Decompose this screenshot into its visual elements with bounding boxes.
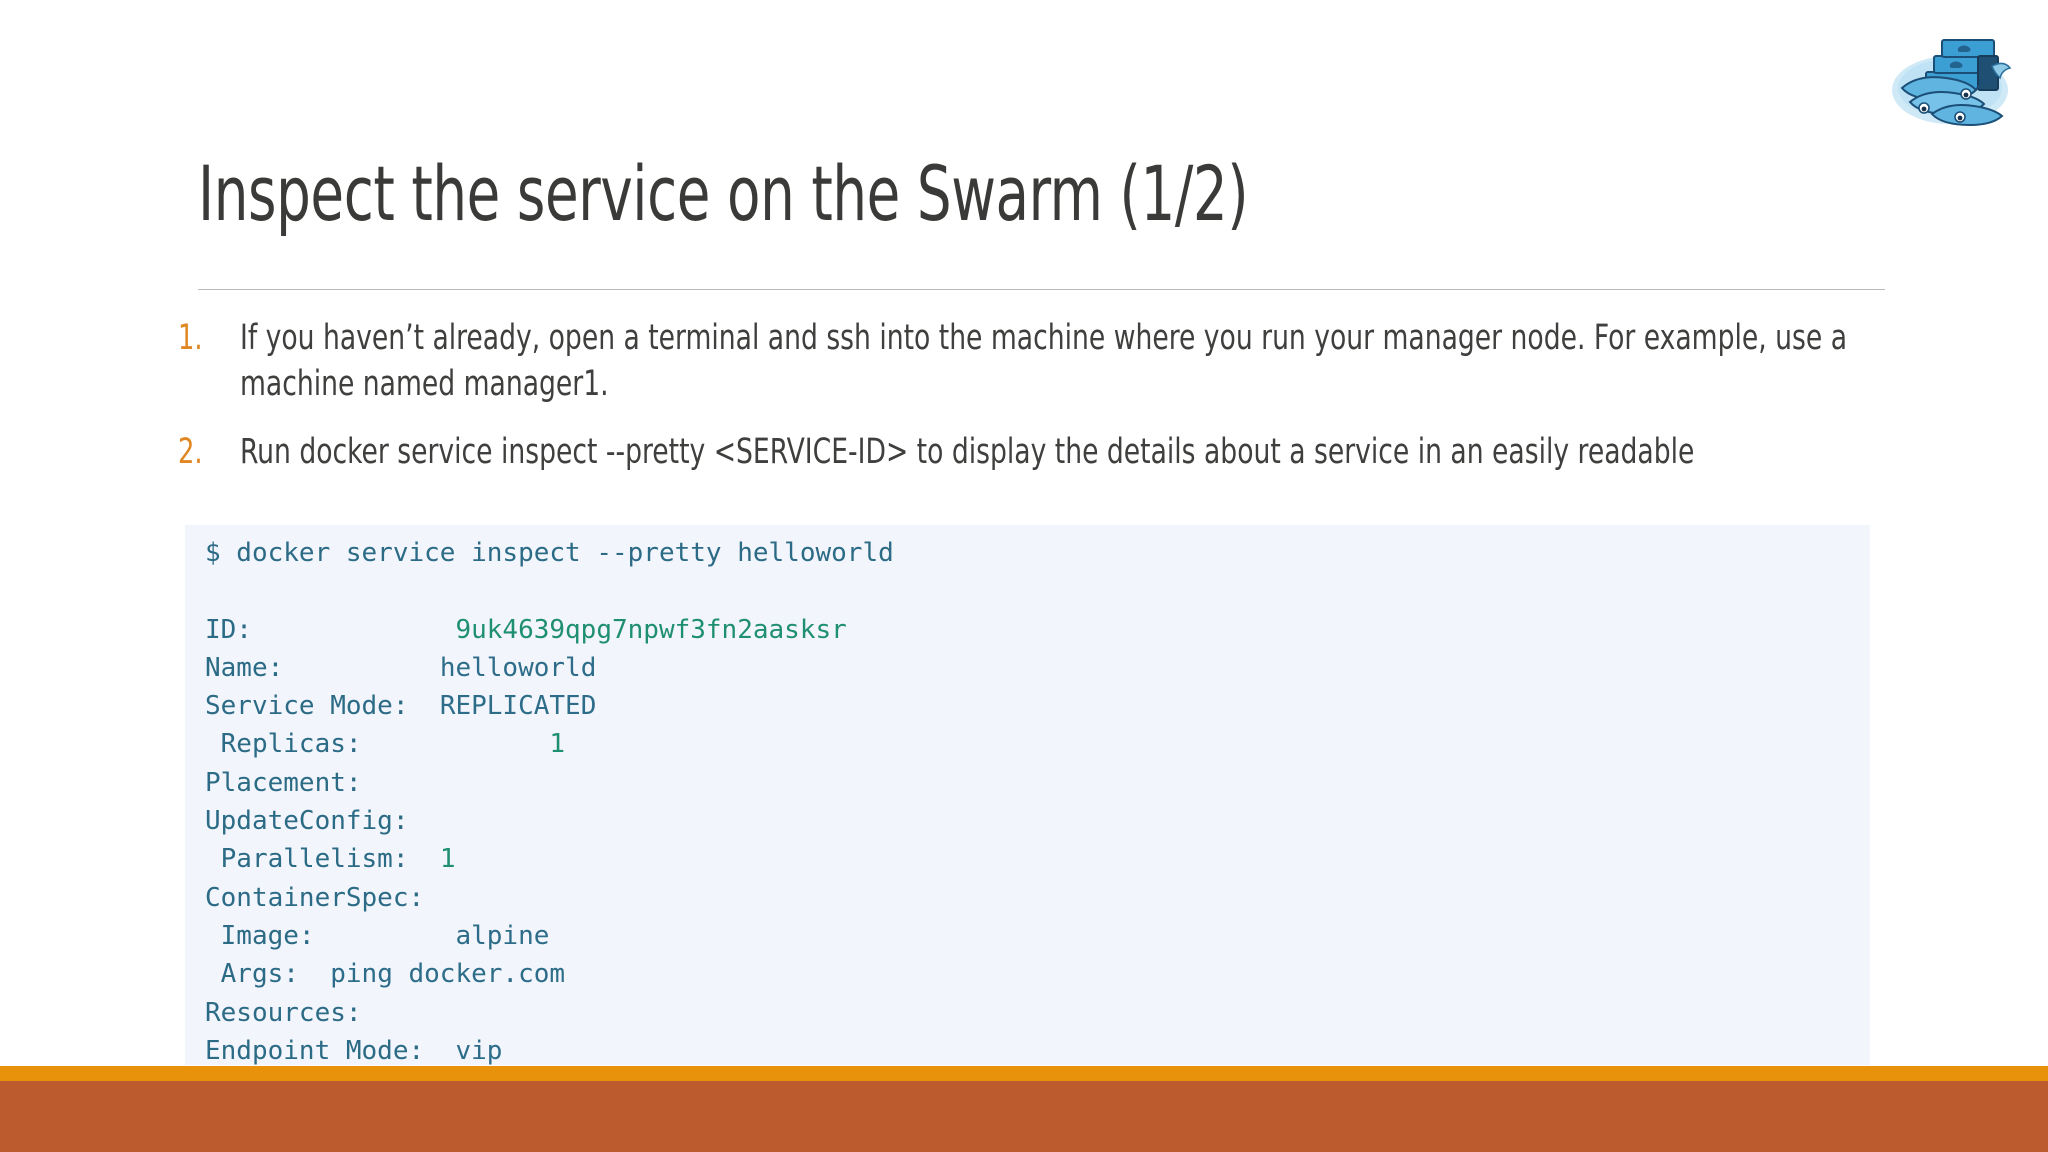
terminal-line: Resources: [185, 994, 1870, 1032]
terminal-field-key: Name: [205, 652, 440, 683]
terminal-output-block: $ docker service inspect --pretty hellow… [185, 525, 1870, 1065]
terminal-field-key: Endpoint Mode: [205, 1035, 456, 1065]
terminal-line: $ docker service inspect --pretty hellow… [185, 534, 1870, 572]
title-divider [198, 289, 1885, 290]
terminal-field-value: ping docker.com [330, 959, 566, 990]
list-item-number: 1. [178, 318, 203, 358]
numbered-list: 1. If you haven’t already, open a termin… [178, 315, 1898, 497]
terminal-field-value: 1 [549, 729, 566, 760]
terminal-line: ContainerSpec: [185, 879, 1870, 917]
list-item: 1. If you haven’t already, open a termin… [178, 315, 1898, 407]
terminal-field-key: Placement: [205, 767, 362, 798]
terminal-line: Placement: [185, 764, 1870, 802]
terminal-line: Service Mode: REPLICATED [185, 687, 1870, 725]
list-item-text: Run docker service inspect --pretty <SER… [240, 432, 1695, 472]
terminal-line: Parallelism: 1 [185, 840, 1870, 878]
terminal-field-key: ID: [205, 614, 456, 645]
terminal-field-value: 1 [439, 844, 456, 875]
list-item-text-wrapper: Run docker service inspect --pretty <SER… [240, 429, 1898, 475]
terminal-field-key: Image: [205, 920, 456, 951]
terminal-command: $ docker service inspect --pretty hellow… [205, 538, 894, 568]
list-item-text-wrapper: If you haven’t already, open a terminal … [240, 315, 1898, 407]
docker-swarm-logo [1880, 18, 2020, 130]
terminal-field-key: Args: [205, 959, 331, 990]
terminal-field-key: Parallelism: [205, 844, 440, 875]
terminal-field-key: ContainerSpec: [205, 882, 425, 913]
terminal-field-key: Replicas: [205, 729, 550, 760]
list-item-text: If you haven’t already, open a terminal … [240, 318, 1848, 404]
terminal-field-value: alpine [455, 920, 550, 951]
terminal-field-value: 9uk4639qpg7npwf3fn2aasksr [455, 614, 847, 645]
page-title: Inspect the service on the Swarm (1/2) [198, 149, 1249, 238]
terminal-line: UpdateConfig: [185, 802, 1870, 840]
terminal-line: Replicas: 1 [185, 725, 1870, 763]
terminal-field-value: REPLICATED [439, 691, 597, 722]
terminal-field-value: vip [455, 1035, 503, 1065]
list-item-number: 2. [178, 432, 203, 472]
footer-bar [0, 1081, 2048, 1152]
terminal-field-key: UpdateConfig: [205, 806, 409, 837]
accent-bar [0, 1066, 2048, 1081]
terminal-line: Endpoint Mode: vip [185, 1032, 1870, 1065]
terminal-line: Args: ping docker.com [185, 955, 1870, 993]
terminal-field-value: helloworld [439, 652, 597, 683]
terminal-line: Name: helloworld [185, 649, 1870, 687]
terminal-line: Image: alpine [185, 917, 1870, 955]
list-item: 2. Run docker service inspect --pretty <… [178, 429, 1898, 475]
terminal-field-key: Service Mode: [205, 691, 440, 722]
terminal-field-key: Resources: [205, 997, 362, 1028]
terminal-line: ID: 9uk4639qpg7npwf3fn2aasksr [185, 611, 1870, 649]
terminal-line [185, 572, 1870, 610]
